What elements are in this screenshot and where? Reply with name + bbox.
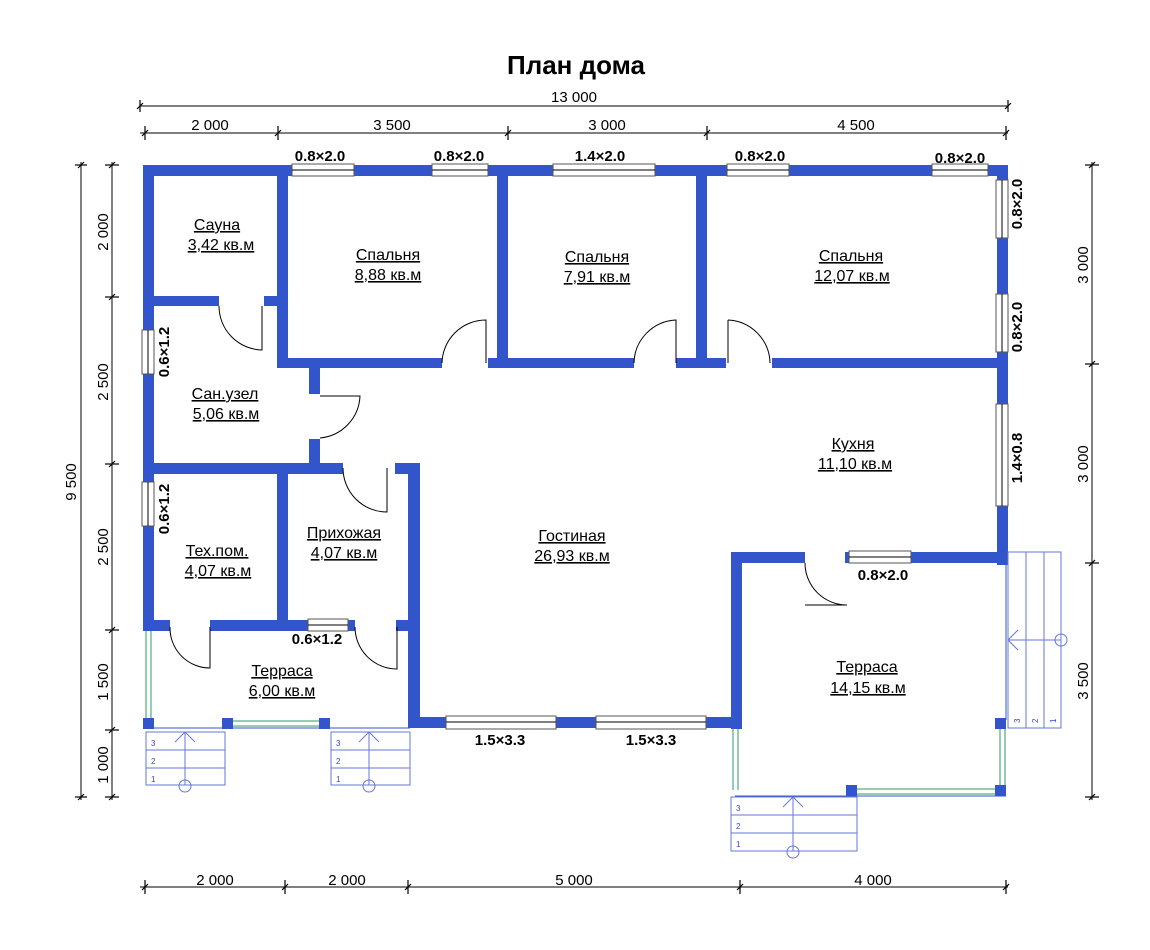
room-name: Тех.пом. [186, 543, 249, 560]
room-area: 6,00 кв.м [249, 683, 316, 700]
room-area: 3,42 кв.м [188, 237, 255, 254]
room-terrace-small: Терраса 6,00 кв.м [249, 663, 316, 700]
room-area: 4,07 кв.м [311, 545, 378, 562]
svg-text:3: 3 [336, 739, 341, 748]
dim-top-seg-4: 4 500 [837, 117, 875, 134]
label-right-window-2: 0.8×2.0 [1009, 302, 1026, 352]
room-area: 4,07 кв.м [185, 563, 252, 580]
room-area: 26,93 кв.м [534, 548, 609, 565]
dimension-left-segments: 2 000 2 500 2 500 1 500 1 000 [95, 161, 119, 801]
doors [169, 305, 848, 670]
dim-left-seg-4: 1 500 [95, 663, 112, 701]
room-area: 11,10 кв.м [818, 456, 892, 473]
room-name: Спальня [819, 248, 883, 265]
room-bedroom-1: Спальня 8,88 кв.м [355, 247, 422, 284]
dim-top-seg-3: 3 000 [588, 117, 626, 134]
room-kitchen: Кухня 11,10 кв.м [818, 436, 892, 473]
svg-text:1: 1 [1049, 718, 1058, 723]
room-bedroom-2: Спальня 7,91 кв.м [564, 249, 631, 286]
label-tech-window: 0.6×1.2 [156, 484, 173, 534]
label-top-window-1: 0.8×2.0 [295, 148, 345, 165]
dim-left-seg-3: 2 500 [95, 528, 112, 566]
room-name: Терраса [251, 663, 312, 680]
svg-text:3: 3 [736, 804, 741, 813]
dim-top-total-label: 13 000 [551, 89, 597, 106]
stairs-left: 3 2 1 [145, 731, 226, 793]
label-top-window-3: 1.4×2.0 [575, 148, 625, 165]
stairs-bottom: 3 2 1 [730, 796, 858, 859]
label-living-window-1: 1.5×3.3 [475, 732, 525, 749]
room-terrace-large: Терраса 14,15 кв.м [830, 659, 905, 697]
room-living: Гостиная 26,93 кв.м [534, 528, 609, 565]
svg-text:1: 1 [736, 840, 741, 849]
label-top-window-5: 0.8×2.0 [935, 150, 985, 167]
room-name: Терраса [836, 659, 897, 676]
dim-left-seg-2: 2 500 [95, 363, 112, 401]
svg-text:2: 2 [1031, 718, 1040, 723]
svg-text:3: 3 [151, 739, 156, 748]
dim-left-total-label: 9 500 [63, 463, 80, 501]
svg-text:1: 1 [336, 775, 341, 784]
room-name: Спальня [565, 249, 629, 266]
label-top-window-2: 0.8×2.0 [434, 148, 484, 165]
label-top-window-4: 0.8×2.0 [735, 148, 785, 165]
room-name: Сауна [194, 217, 240, 234]
dimension-top-segments: 2 000 3 500 3 000 4 500 [140, 117, 1010, 140]
dim-bottom-seg-1: 2 000 [196, 872, 234, 889]
label-kitchen-window: 1.4×0.8 [1009, 433, 1026, 483]
room-area: 5,06 кв.м [193, 406, 260, 423]
label-bathroom-window: 0.6×1.2 [156, 327, 173, 377]
room-area: 14,15 кв.м [830, 680, 905, 697]
dimension-top-total: 13 000 [136, 89, 1012, 112]
svg-text:1: 1 [151, 775, 156, 784]
room-name: Прихожая [307, 525, 381, 542]
dimension-left-total: 9 500 [63, 161, 87, 801]
svg-text:2: 2 [151, 757, 156, 766]
room-hallway: Прихожая 4,07 кв.м [307, 525, 381, 562]
svg-text:2: 2 [336, 757, 341, 766]
room-name: Сан.узел [192, 386, 259, 403]
room-bathroom: Сан.узел 5,06 кв.м [192, 386, 260, 423]
dim-right-seg-3: 3 500 [1075, 662, 1092, 700]
dim-bottom-seg-2: 2 000 [328, 872, 366, 889]
dim-right-seg-2: 3 000 [1075, 445, 1092, 483]
terrace-railings [145, 565, 1007, 797]
dim-bottom-seg-4: 4 000 [854, 872, 892, 889]
room-bedroom-3: Спальня 12,07 кв.м [814, 248, 889, 285]
room-name: Кухня [832, 436, 875, 453]
dim-bottom-seg-3: 5 000 [555, 872, 593, 889]
dim-left-seg-5: 1 000 [95, 746, 112, 784]
room-name: Спальня [356, 247, 420, 264]
windows [141, 163, 1009, 730]
dim-right-seg-1: 3 000 [1075, 246, 1092, 284]
dimension-right-segments: 3 000 3 000 3 500 [1075, 161, 1099, 801]
stairs-right: 3 2 1 [1007, 551, 1068, 729]
room-tech: Тех.пом. 4,07 кв.м [185, 543, 252, 580]
dim-top-seg-1: 2 000 [191, 117, 229, 134]
svg-text:3: 3 [1013, 718, 1022, 723]
room-area: 12,07 кв.м [814, 268, 889, 285]
page-title: План дома [507, 50, 646, 80]
stairs-middle: 3 2 1 [330, 731, 411, 793]
opening-labels: 0.8×2.0 0.8×2.0 1.4×2.0 0.8×2.0 0.8×2.0 … [156, 148, 1026, 749]
label-hallway-window: 0.6×1.2 [292, 631, 342, 648]
label-living-window-2: 1.5×3.3 [626, 732, 676, 749]
dim-left-seg-1: 2 000 [95, 213, 112, 251]
dimension-bottom-segments: 2 000 2 000 5 000 4 000 [140, 872, 1010, 894]
room-area: 8,88 кв.м [355, 267, 422, 284]
room-name: Гостиная [538, 528, 605, 545]
room-sauna: Сауна 3,42 кв.м [188, 217, 255, 254]
label-right-window-1: 0.8×2.0 [1009, 179, 1026, 229]
label-kitchen-door: 0.8×2.0 [858, 567, 908, 584]
svg-text:2: 2 [736, 822, 741, 831]
dim-top-seg-2: 3 500 [373, 117, 411, 134]
room-area: 7,91 кв.м [564, 269, 631, 286]
